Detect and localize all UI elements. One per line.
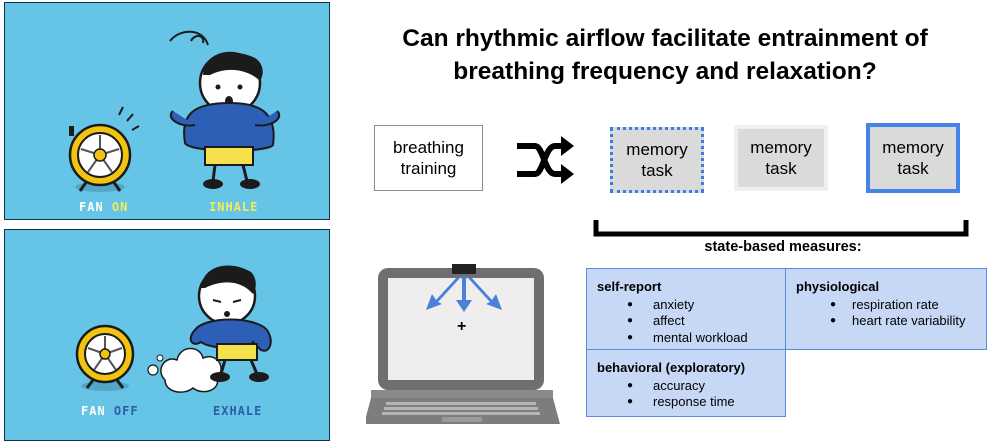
- airflow-sensor-icon: [426, 264, 502, 312]
- fan-off-icon: [75, 324, 135, 391]
- illustration-inhale-panel: FAN ON INHALE: [4, 2, 330, 220]
- inhale-caption: INHALE: [209, 200, 259, 214]
- fixation-cross: +: [457, 318, 467, 335]
- list-item: affect: [597, 313, 777, 330]
- self-report-list: anxiety affect mental workload: [597, 297, 777, 347]
- memory-task-label: memory task: [882, 138, 944, 178]
- list-item: respiration rate: [796, 297, 978, 314]
- memory-task-box-solid: memory task: [866, 123, 960, 193]
- exhale-cloud-icon: [147, 347, 222, 393]
- memory-task-label: memory task: [626, 140, 688, 180]
- inhale-illustration: [68, 30, 281, 192]
- list-item: accuracy: [597, 378, 777, 395]
- behavioral-list: accuracy response time: [597, 378, 777, 411]
- list-item: anxiety: [597, 297, 777, 314]
- page-title: Can rhythmic airflow facilitate entrainm…: [402, 25, 928, 85]
- measures-title: state-based measures:: [704, 239, 862, 255]
- person-inhaling-icon: [169, 30, 281, 189]
- fan-on-icon: [68, 106, 140, 192]
- self-report-heading: self-report: [597, 279, 662, 294]
- physiological-box: physiological respiration rate heart rat…: [785, 268, 987, 350]
- fan-state-on: ON: [111, 200, 129, 214]
- list-item: heart rate variability: [796, 313, 978, 330]
- list-item: mental workload: [597, 330, 777, 347]
- memory-task-box-plain: memory task: [734, 125, 828, 191]
- breathing-training-box: breathing training: [374, 125, 483, 191]
- illustration-exhale-panel: FAN OFF EXHALE: [4, 229, 330, 441]
- physiological-list: respiration rate heart rate variability: [796, 297, 978, 330]
- memory-task-box-dotted: memory task: [610, 127, 704, 193]
- memory-task-label: memory task: [750, 138, 812, 178]
- list-item: response time: [597, 394, 777, 411]
- shuffle-arrows-icon: [517, 136, 574, 184]
- person-exhaling-icon: [189, 265, 272, 382]
- laptop-icon: [366, 268, 560, 424]
- measures-bracket: [593, 220, 969, 237]
- behavioral-heading: behavioral (exploratory): [597, 360, 746, 375]
- fan-off-caption: FAN OFF: [81, 404, 139, 418]
- fan-label: FAN: [79, 200, 104, 214]
- behavioral-box: behavioral (exploratory) accuracy respon…: [586, 349, 786, 417]
- fan-on-caption: FAN ON: [79, 200, 128, 214]
- exhale-caption: EXHALE: [213, 404, 263, 418]
- exhale-illustration: [75, 265, 272, 393]
- self-report-box: self-report anxiety affect mental worklo…: [586, 268, 786, 350]
- physiological-heading: physiological: [796, 279, 880, 294]
- fan-label: FAN: [81, 404, 106, 418]
- breathing-training-label: breathing training: [393, 138, 464, 178]
- fan-state-off: OFF: [113, 404, 139, 418]
